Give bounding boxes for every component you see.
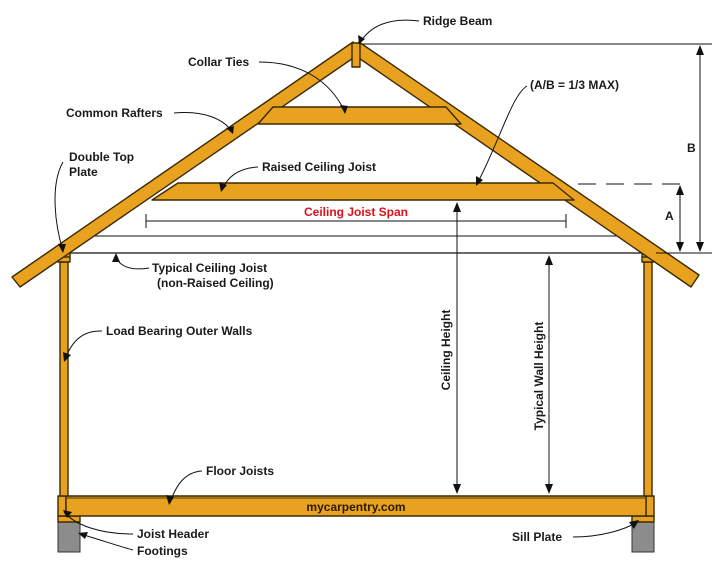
leader-floor-joists-arrow [166,495,174,505]
dim-b-arrow-bottom [696,242,704,252]
leader-load-bearing-walls [64,330,103,361]
label-ceiling-joist-span: Ceiling Joist Span [304,205,408,219]
label-double-top-plate-2: Plate [69,165,98,179]
ceiling-height-arrow-bottom [453,484,461,494]
dim-a-arrow-bottom [676,242,684,252]
dim-b-arrow-top [696,45,704,55]
label-joist-header: Joist Header [137,527,209,541]
label-dim-a: A [665,209,674,223]
label-site: mycarpentry.com [306,500,405,514]
label-typical-ceiling-joist-2: (non-Raised Ceiling) [157,276,274,290]
wall-height-arrow-bottom [545,484,553,494]
common-rafter-right [352,41,700,288]
leader-sill-plate [572,521,638,538]
leader-ridge-beam-arrow [358,35,365,44]
label-typical-ceiling-joist-1: Typical Ceiling Joist [152,261,267,275]
leader-raised-ceiling-joist-arrow [219,182,227,192]
ceiling-height-arrow-top [453,202,461,212]
label-footings: Footings [137,544,188,558]
label-ratio-note: (A/B = 1/3 MAX) [530,78,619,92]
label-load-bearing-walls: Load Bearing Outer Walls [106,324,253,338]
label-ridge-beam: Ridge Beam [423,14,492,28]
label-collar-ties: Collar Ties [188,55,249,69]
footing-left [57,521,81,553]
leader-ratio-arrow [476,176,483,186]
leader-double-top-plate [54,161,64,252]
leader-ridge-beam [358,19,420,45]
raised-ceiling-joist [151,182,575,201]
label-common-rafters: Common Rafters [66,106,163,120]
leader-collar-ties-arrow [340,105,348,114]
wall-left [59,261,69,497]
label-typical-wall-height: Typical Wall Height [532,322,546,431]
collar-tie [257,106,462,125]
label-dim-b: B [687,141,696,155]
label-double-top-plate-1: Double Top [69,150,134,164]
floor-joists [65,495,647,517]
wall-right [643,261,653,497]
leader-footings [79,533,134,551]
leader-load-bearing-walls-arrow [63,352,71,362]
leader-sill-plate-arrow [629,520,639,529]
leader-ratio [476,85,528,185]
label-ceiling-height: Ceiling Height [439,310,453,391]
ridge-beam [351,42,361,68]
leader-footings-arrow [78,532,88,539]
leader-common-rafters [173,111,233,133]
label-floor-joists: Floor Joists [206,464,274,478]
dim-a-arrow-top [676,185,684,195]
leader-joist-header-arrow [63,510,72,518]
leader-common-rafters-arrow [226,126,234,134]
leader-collar-ties [258,61,346,113]
label-raised-ceiling-joist: Raised Ceiling Joist [262,160,376,174]
leader-typical-ceiling-joist-arrow [112,253,120,262]
wall-height-arrow-top [545,255,553,265]
leader-typical-ceiling-joist [115,253,150,270]
joist-header-right [645,495,655,517]
label-sill-plate: Sill Plate [512,530,562,544]
leader-double-top-plate-arrow [58,244,66,253]
